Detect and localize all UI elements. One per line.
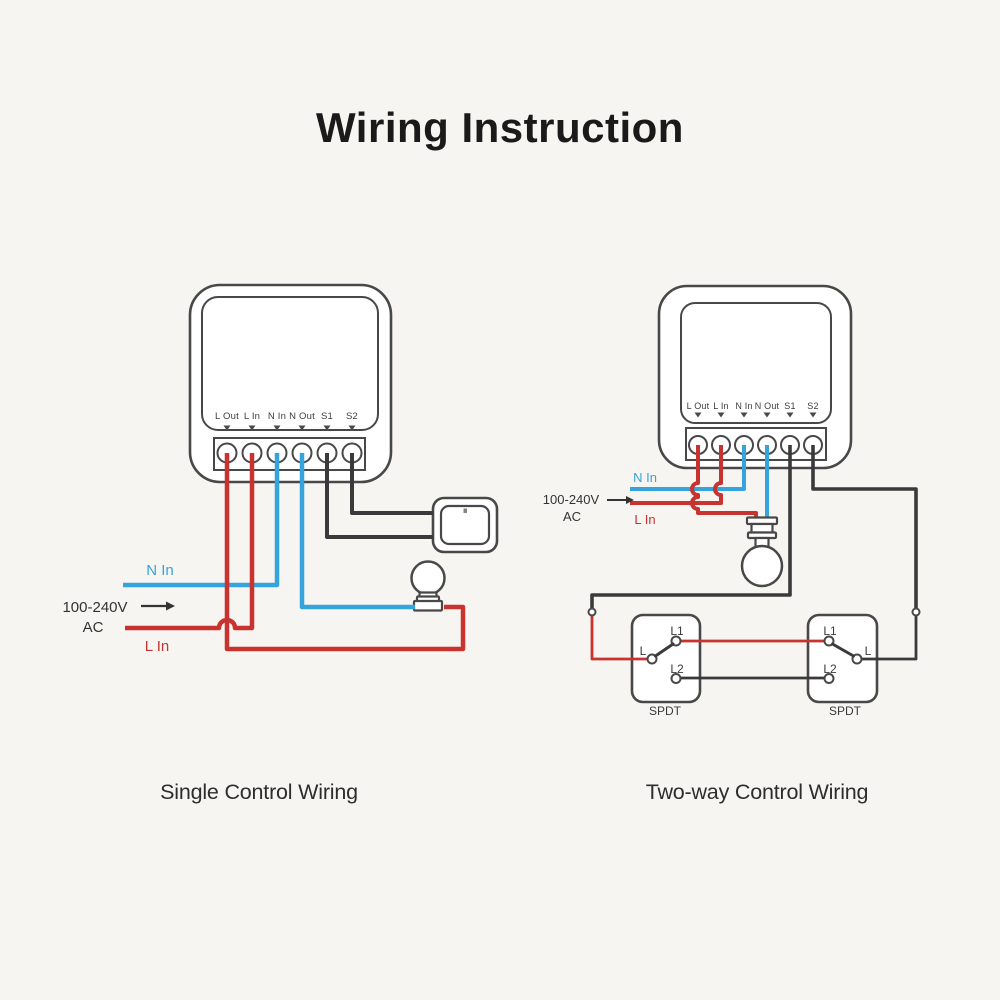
- terminal-strip-right: [685, 427, 827, 461]
- terminal-label-l-out-left: L Out: [215, 411, 239, 422]
- voltage-label-right: 100-240V: [542, 492, 600, 507]
- arrow-right-icon: [607, 496, 634, 504]
- spdt-left-name-label: SPDT: [648, 704, 682, 718]
- lamp-bulb: [740, 544, 784, 588]
- spdt-right-terminals: [823, 635, 863, 684]
- wire-l-in-right: [630, 445, 723, 505]
- terminal-label-n-out-left: N Out: [289, 411, 315, 422]
- lamp-socket-body: [750, 522, 774, 534]
- arrow-down-icon: [248, 425, 256, 431]
- wire-s2-left: [350, 453, 433, 515]
- spdt-right-lever: [831, 642, 855, 658]
- arrow-down-icon: [223, 425, 231, 431]
- arrow-down-icon: [809, 412, 817, 418]
- bulb-base: [412, 599, 444, 612]
- terminal-label-l-out-right: L Out: [686, 401, 710, 411]
- page-title: Wiring Instruction: [316, 104, 684, 151]
- wall-switch: [431, 496, 499, 554]
- wire-s2-right: [811, 445, 918, 609]
- device-right: [657, 284, 853, 470]
- arrow-right-icon: [141, 601, 175, 611]
- device-left-panel: [201, 296, 379, 431]
- spdt-right-terminal-l2: [823, 673, 835, 684]
- terminal-label-n-in-right: N In: [735, 401, 753, 411]
- device-right-panel: [680, 302, 832, 424]
- spdt-left-lever: [654, 642, 675, 658]
- terminal-label-s1-left: S1: [320, 411, 334, 422]
- arrow-down-icon: [348, 425, 356, 431]
- arrow-down-icon: [323, 425, 331, 431]
- terminal-label-l-in-right: L In: [713, 401, 729, 411]
- l-in-label-right: L In: [634, 512, 656, 527]
- arrow-down-icon: [740, 412, 748, 418]
- spdt-left-l2-label: L2: [670, 662, 684, 676]
- n-in-label-right: N In: [633, 470, 657, 485]
- device-left: [188, 283, 393, 484]
- junction-connector-left: [587, 607, 597, 617]
- n-in-label-left: N In: [146, 562, 174, 579]
- arrow-down-icon: [694, 412, 702, 418]
- spdt-right-name-label: SPDT: [828, 704, 862, 718]
- arrow-down-icon: [786, 412, 794, 418]
- spdt-left-l1-label: L1: [670, 624, 684, 638]
- wire-l-out-right: [690, 445, 758, 520]
- wall-switch-led-dot: [463, 508, 467, 513]
- arrow-down-icon: [273, 425, 281, 431]
- wire-s1-right: [590, 445, 792, 609]
- ac-label-right: AC: [562, 509, 582, 524]
- voltage-label-left: 100-240V: [62, 599, 128, 616]
- wall-switch-rocker: [439, 504, 491, 546]
- arrow-down-icon: [298, 425, 306, 431]
- spdt-left-l-label: L: [639, 644, 647, 658]
- bulb-glass: [410, 560, 446, 596]
- spdt-left-terminal-l2: [670, 673, 682, 684]
- terminal-label-s1-right: S1: [784, 401, 796, 411]
- wire-s1-left: [325, 453, 433, 539]
- spdt-right-l2-label: L2: [823, 662, 837, 676]
- wire-n-in-right: [630, 445, 746, 491]
- terminal-arrow-icons-right: [694, 412, 817, 418]
- terminal-label-s2-right: S2: [807, 401, 819, 411]
- caption-single-control: Single Control Wiring: [160, 780, 358, 804]
- wire-n-out-left: [299, 453, 415, 610]
- spdt-right-l1-label: L1: [823, 624, 837, 638]
- pendant-lamp-right: [740, 516, 784, 588]
- wire-n-in-left: [123, 453, 280, 588]
- wire-right-spdt-to-junction: [861, 615, 918, 661]
- terminal-label-l-in-left: L In: [243, 411, 261, 422]
- caption-two-way-control: Two-way Control Wiring: [645, 780, 869, 804]
- wire-l-out-left: [224, 453, 466, 652]
- terminal-label-n-out-right: N Out: [754, 401, 780, 411]
- spdt-left-terminals: [646, 635, 682, 684]
- spdt-right-l-label: L: [864, 644, 872, 658]
- light-bulb-left: [410, 560, 446, 612]
- junction-connector-right: [911, 607, 921, 617]
- l-in-label-left: L In: [144, 638, 170, 655]
- terminal-label-n-in-left: N In: [267, 411, 287, 422]
- arrow-down-icon: [717, 412, 725, 418]
- terminal-label-s2-left: S2: [345, 411, 359, 422]
- terminal-arrow-icons-left: [223, 425, 356, 431]
- wire-l-in-left: [125, 453, 255, 631]
- wire-junction-to-left-spdt: [590, 615, 648, 661]
- terminal-strip-left: [213, 437, 366, 471]
- arrow-down-icon: [763, 412, 771, 418]
- ac-label-left: AC: [82, 619, 104, 636]
